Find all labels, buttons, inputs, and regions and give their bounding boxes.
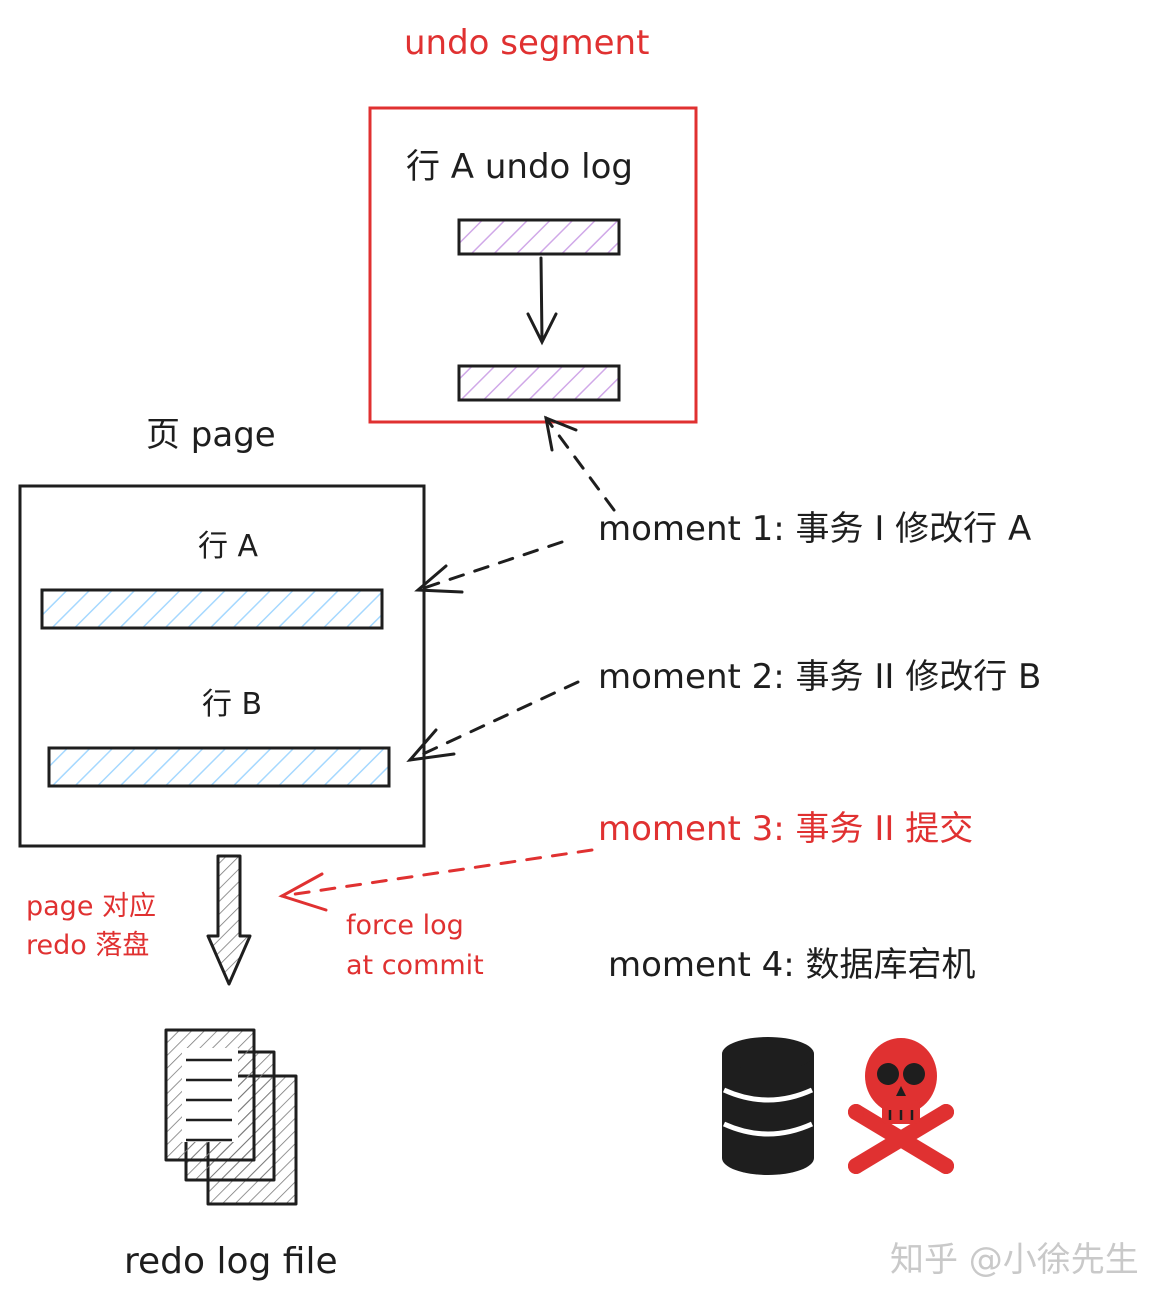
page-redo-note-line2: redo 落盘 xyxy=(26,930,150,961)
row-b-bar xyxy=(47,746,391,788)
page-box xyxy=(18,484,426,848)
arrow-m2-to-row-b xyxy=(406,680,580,763)
page-flush-arrow xyxy=(206,854,252,986)
undo-segment-title: undo segment xyxy=(404,23,650,63)
row-a-bar xyxy=(40,588,384,630)
page-redo-note-line1: page 对应 xyxy=(26,891,157,922)
undo-segment-box xyxy=(368,106,698,424)
arrow-m3-force-log xyxy=(278,848,594,912)
undo-record-top xyxy=(457,218,621,256)
force-log-note-line1: force log xyxy=(346,910,464,941)
row-b-label: 行 B xyxy=(202,687,263,722)
arrow-m1-to-row-a xyxy=(414,540,564,594)
row-a-label: 行 A xyxy=(198,529,259,564)
undo-record-bottom xyxy=(457,364,621,402)
database-icon xyxy=(722,1037,814,1175)
force-log-note-line2: at commit xyxy=(346,950,484,981)
moment-2-label: moment 2: 事务 II 修改行 B xyxy=(598,657,1042,697)
moment-4-label: moment 4: 数据库宕机 xyxy=(608,945,976,985)
document-stack-icon xyxy=(164,1028,298,1206)
undo-log-row-label: 行 A undo log xyxy=(406,147,633,187)
arrow-m1-to-undo xyxy=(544,415,616,512)
redo-log-file-label: redo log file xyxy=(124,1241,338,1282)
skull-crossbones-icon xyxy=(848,1038,954,1174)
page-title: 页 page xyxy=(146,415,276,455)
moment-3-label: moment 3: 事务 II 提交 xyxy=(598,809,974,849)
undo-chain-arrow xyxy=(526,256,558,346)
moment-1-label: moment 1: 事务 I 修改行 A xyxy=(598,509,1032,549)
watermark: 知乎 @小徐先生 xyxy=(890,1240,1139,1280)
